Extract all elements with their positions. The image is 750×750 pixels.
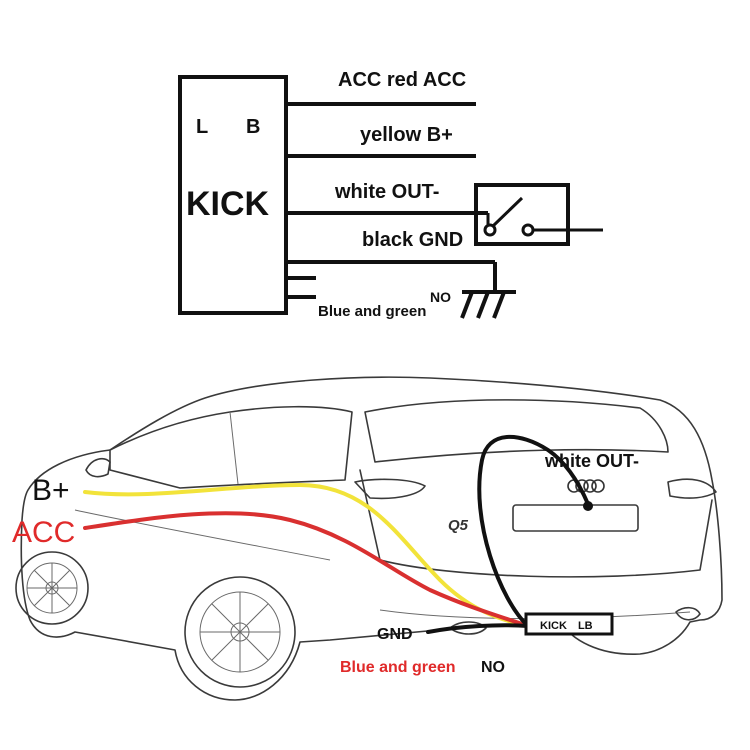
car-plate xyxy=(512,504,639,532)
label-gnd: GND xyxy=(377,626,413,643)
label-bplus: B+ xyxy=(32,474,70,507)
ground-hatch-1 xyxy=(460,291,474,319)
car-bumper-line xyxy=(379,609,691,620)
wire-label-white: white OUT- xyxy=(334,181,439,203)
box-letter-b: B xyxy=(246,116,260,138)
label-blue-green: Blue and green xyxy=(340,659,456,676)
car-wires: KICK LB xyxy=(83,435,614,636)
label-white-out: white OUT- xyxy=(544,451,639,471)
car-tail-light-right xyxy=(667,478,717,499)
no-label: NO xyxy=(430,289,451,305)
car-badge: Q5 xyxy=(448,517,469,534)
car-front-wheel xyxy=(15,551,89,625)
schematic: L B KICK ACC red ACC yellow B+ white OUT… xyxy=(178,69,603,320)
switch-contact-right xyxy=(521,223,535,237)
car-hatch xyxy=(359,469,713,578)
car-rear-window xyxy=(364,399,669,463)
label-no: NO xyxy=(481,659,505,676)
kick-module-box xyxy=(178,75,288,315)
gnd-wire xyxy=(426,623,530,634)
switch-box xyxy=(474,183,570,246)
car-mirror xyxy=(85,457,111,478)
car-window-line xyxy=(109,405,353,489)
car-body-outline xyxy=(20,376,723,701)
car-window-divider xyxy=(229,411,239,485)
red-wire xyxy=(83,511,530,628)
car-kick-module-text: KICK LB xyxy=(540,620,593,632)
car-rear-wheel xyxy=(184,576,296,688)
car-logo-rings xyxy=(567,479,605,493)
black-wire-end xyxy=(583,501,593,511)
car-kick-module xyxy=(524,612,614,636)
black-wire xyxy=(477,435,590,628)
blue-green-label: Blue and green xyxy=(318,303,426,320)
label-acc: ACC xyxy=(12,516,75,549)
car-exhaust xyxy=(449,621,487,635)
ground-hatch-2 xyxy=(476,291,490,319)
car-tail-light-left xyxy=(354,478,426,500)
wire-label-yellow: yellow B+ xyxy=(360,124,453,146)
car-door-line xyxy=(74,509,331,561)
car-illustration: Q5 xyxy=(15,376,723,701)
box-name: KICK xyxy=(186,185,270,223)
wire-label-black: black GND xyxy=(362,229,463,251)
switch-contact-left xyxy=(483,223,497,237)
ground-hatch-3 xyxy=(492,291,506,319)
switch-arm xyxy=(491,196,524,228)
box-letter-l: L xyxy=(196,116,208,138)
car-exhaust-right xyxy=(675,606,701,621)
wire-label-acc: ACC red ACC xyxy=(338,69,466,91)
